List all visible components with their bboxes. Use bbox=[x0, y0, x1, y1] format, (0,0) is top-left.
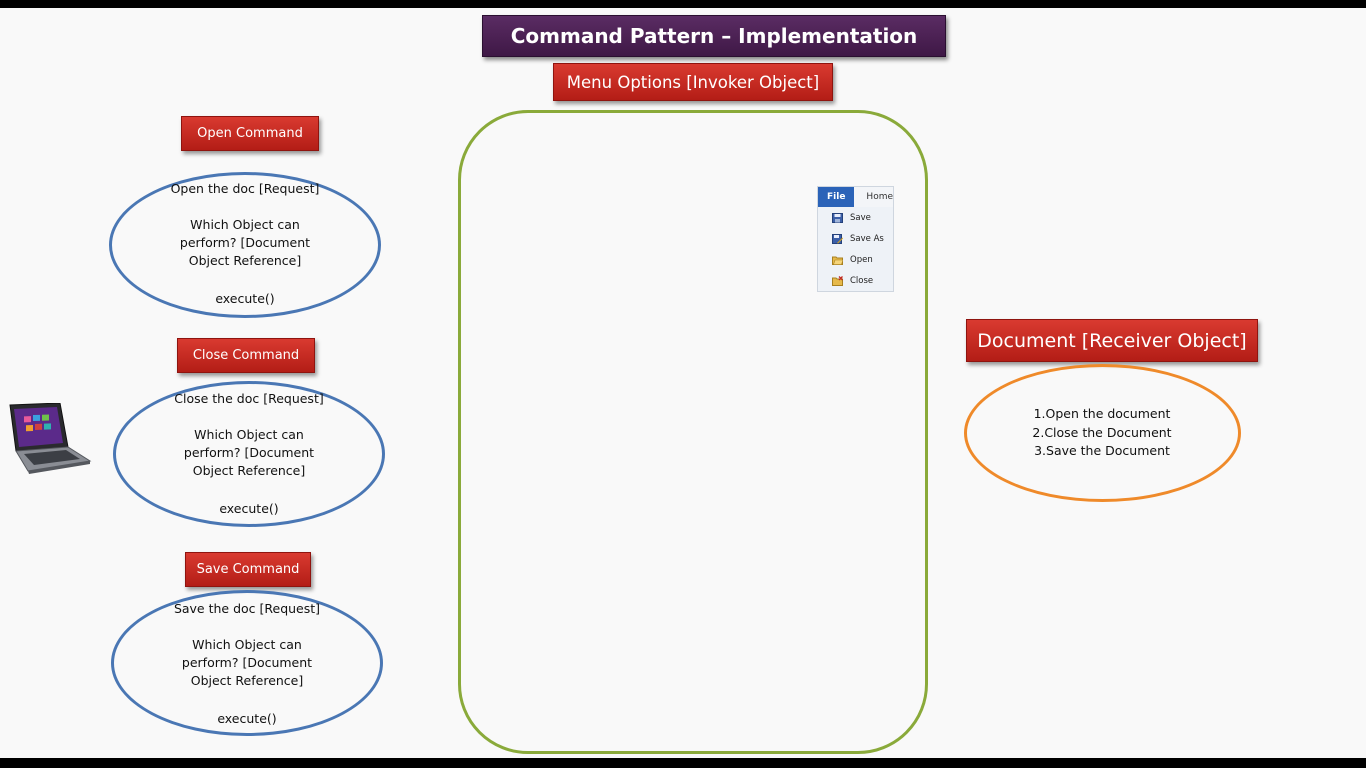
menu-item-label: Save As bbox=[850, 233, 884, 244]
question-line: perform? [Document bbox=[181, 655, 313, 670]
save-icon bbox=[832, 212, 843, 223]
menu-item-close[interactable]: Close bbox=[818, 270, 893, 291]
tab-file[interactable]: File bbox=[818, 187, 855, 207]
open-command-execute: execute() bbox=[215, 291, 275, 306]
menu-item-label: Open bbox=[850, 254, 873, 265]
question-line: Object Reference] bbox=[188, 253, 302, 268]
menu-item-open[interactable]: Open bbox=[818, 249, 893, 270]
question-line: Which Object can bbox=[192, 637, 302, 652]
save-command-ellipse bbox=[111, 590, 383, 736]
receiver-operations: 1.Open the document 2.Close the Document… bbox=[1000, 405, 1204, 461]
menu-item-label: Save bbox=[850, 212, 871, 223]
open-command-label: Open Command bbox=[181, 116, 319, 151]
save-command-request: Save the doc [Request] bbox=[173, 601, 321, 616]
open-folder-icon bbox=[832, 256, 843, 265]
question-line: perform? [Document bbox=[179, 235, 311, 250]
close-command-execute: execute() bbox=[219, 501, 279, 516]
receiver-item: 1.Open the document bbox=[1033, 406, 1171, 421]
save-command-question: Which Object can perform? [Document Obje… bbox=[147, 636, 347, 690]
invoker-label: Menu Options [Invoker Object] bbox=[553, 63, 833, 101]
close-command-label: Close Command bbox=[177, 338, 315, 373]
save-command-execute: execute() bbox=[217, 711, 277, 726]
laptop-icon bbox=[9, 403, 92, 474]
question-line: Object Reference] bbox=[192, 463, 306, 478]
open-command-ellipse bbox=[109, 172, 381, 318]
save-as-icon bbox=[832, 233, 843, 244]
question-line: Object Reference] bbox=[190, 673, 304, 688]
receiver-item: 2.Close the Document bbox=[1032, 424, 1172, 440]
question-line: perform? [Document bbox=[183, 445, 315, 460]
open-command-question: Which Object can perform? [Document Obje… bbox=[145, 216, 345, 270]
open-command-request: Open the doc [Request] bbox=[170, 181, 320, 196]
receiver-label: Document [Receiver Object] bbox=[966, 319, 1258, 362]
file-menu-screenshot: File Home Save Save As Open bbox=[817, 186, 894, 292]
close-command-question: Which Object can perform? [Document Obje… bbox=[149, 426, 349, 480]
close-command-ellipse bbox=[113, 381, 385, 527]
menu-tabs: File Home bbox=[818, 187, 893, 207]
page-title: Command Pattern – Implementation bbox=[482, 15, 946, 57]
save-command-label: Save Command bbox=[185, 552, 311, 587]
menu-item-save[interactable]: Save bbox=[818, 207, 893, 228]
question-line: Which Object can bbox=[190, 217, 300, 232]
tab-home[interactable]: Home bbox=[854, 187, 893, 207]
close-command-request: Close the doc [Request] bbox=[174, 391, 324, 406]
invoker-frame bbox=[458, 110, 928, 754]
menu-item-label: Close bbox=[850, 275, 874, 286]
question-line: Which Object can bbox=[194, 427, 304, 442]
close-folder-icon bbox=[832, 275, 843, 286]
receiver-ellipse bbox=[964, 364, 1241, 502]
receiver-item: 3.Save the Document bbox=[1034, 443, 1170, 458]
menu-item-save-as[interactable]: Save As bbox=[818, 228, 893, 249]
slide: Command Pattern – Implementation Menu Op… bbox=[0, 8, 1366, 758]
